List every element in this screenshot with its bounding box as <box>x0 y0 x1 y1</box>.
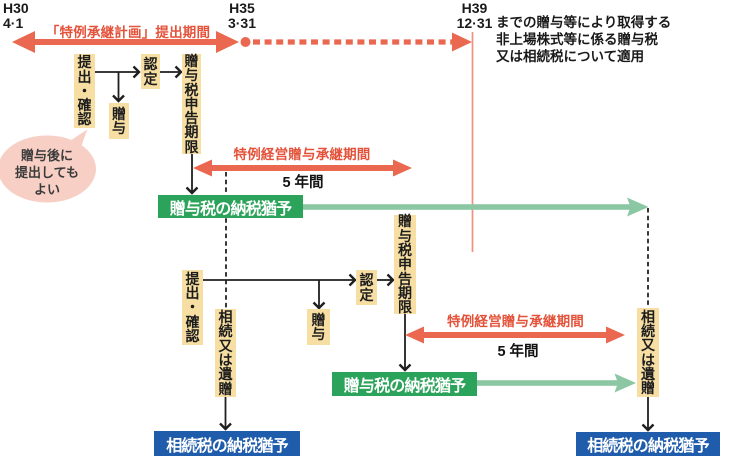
flow2-submit-confirm-box: 提 出 ・ 確 認 <box>182 270 203 345</box>
flow2-inheritance-or-bequest-box: 相 続 又 は 遺 贈 <box>637 308 659 397</box>
speech-bubble <box>0 129 96 203</box>
h30-label: H30 4·1 <box>3 1 29 31</box>
flow2-connectors <box>203 273 412 372</box>
flow2-succession-period-label: 特例経営贈与承継期間 <box>447 314 584 329</box>
h39-era: H39 <box>461 0 488 16</box>
speech-bubble-line1: 贈与後に <box>20 148 73 163</box>
application-note-line2: 非上場株式等に係る贈与税 <box>496 32 658 47</box>
flow2-inheritance-tax-deferral-box: 相続税の納税猶予 <box>576 432 720 456</box>
flow1-submit-confirm-box: 提 出 ・ 確 認 <box>74 54 95 128</box>
flow2-gift-box: 贈 与 <box>307 309 330 345</box>
flow1-deferral-arrow <box>303 197 649 217</box>
flow1-succession-period-arrow <box>193 159 412 177</box>
plan-period-arrow <box>12 31 239 53</box>
flow2-deferral-arrow <box>477 373 636 393</box>
flow2-succession-period-arrow <box>405 326 625 344</box>
h35-era: H35 <box>229 0 255 16</box>
speech-bubble-line3: よい <box>33 182 60 197</box>
h30-date: 4·1 <box>3 15 24 31</box>
application-note: までの贈与等により取得する 非上場株式等に係る贈与税 又は相続税について適用 <box>496 14 671 65</box>
flow2-gift-tax-deferral-box: 贈与税の納税猶予 <box>332 372 477 396</box>
h30-era: H30 <box>3 0 29 16</box>
flow1-connectors <box>95 65 199 195</box>
flow1-succession-period-label: 特例経営贈与承継期間 <box>233 147 371 162</box>
application-note-line1: までの贈与等により取得する <box>496 15 672 30</box>
h39-date: 12·31 <box>456 15 493 31</box>
inheritance-down-arrows <box>219 397 655 432</box>
speech-bubble-text: 贈与後に 提出しても よい <box>2 147 92 198</box>
h35-dot <box>240 37 251 47</box>
h39-label: H39 12·31 <box>449 1 500 31</box>
flow2-gift-tax-deadline-box: 贈 与 税 申 告 期 限 <box>394 214 416 314</box>
flow1-inheritance-or-bequest-box: 相 続 又 は 遺 贈 <box>215 309 236 397</box>
flow1-gift-tax-deferral-box: 贈与税の納税猶予 <box>158 195 303 218</box>
flow1-gift-box: 贈 与 <box>109 103 129 139</box>
flow1-gift-tax-deadline-box: 贈 与 税 申 告 期 限 <box>182 54 201 154</box>
flow2-certification-box: 認 定 <box>356 270 377 305</box>
speech-bubble-line2: 提出しても <box>15 165 79 180</box>
flow2-five-years-label: 5 年間 <box>497 344 539 360</box>
h35-date: 3·31 <box>227 15 257 31</box>
flow1-five-years-label: 5 年間 <box>282 175 324 191</box>
plan-period-label: 「特例承継計画」提出期間 <box>45 25 211 40</box>
flow1-inheritance-tax-deferral-box: 相続税の納税猶予 <box>154 431 300 456</box>
flow1-certification-box: 認 定 <box>141 54 160 89</box>
application-note-line3: 又は相続税について適用 <box>496 49 645 64</box>
h35-label: H35 3·31 <box>217 1 267 31</box>
extension-dashed-arrow <box>253 32 472 52</box>
